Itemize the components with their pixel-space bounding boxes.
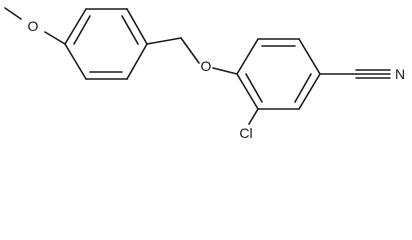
- bond-ring-b-double-2: [294, 73, 312, 103]
- atom-label-chlorine: Cl: [239, 125, 252, 141]
- bond-ring-b-1: [236, 38, 259, 75]
- bond-ring-a-4: [126, 43, 148, 80]
- atom-label-methoxy-oxygen: O: [28, 18, 39, 34]
- bond-ring-a-ch2: [146, 37, 182, 45]
- bond-methyl-o: [4, 7, 22, 20]
- bond-ring-b-3: [298, 38, 321, 75]
- bond-ring-a-double-2: [121, 15, 139, 45]
- bond-ring-b-double-3: [245, 73, 263, 103]
- bond-o-ring-a: [44, 31, 66, 45]
- chemical-structure-diagram: O O Cl N: [4, 7, 405, 141]
- bond-ring-a-6: [64, 43, 87, 80]
- bond-ring-a-double-1: [73, 15, 91, 45]
- bond-ring-b-4: [298, 73, 321, 110]
- atom-label-ether-oxygen: O: [201, 58, 212, 74]
- bond-ring-a-3: [126, 8, 148, 45]
- bond-o-ring-b: [212, 67, 238, 75]
- atom-label-nitrile-nitrogen: N: [395, 66, 405, 82]
- bond-ring-a-1: [64, 8, 87, 45]
- bond-ring-b-cl: [248, 108, 259, 125]
- bond-ring-b-6: [236, 73, 259, 110]
- bond-ch2-o: [180, 37, 200, 64]
